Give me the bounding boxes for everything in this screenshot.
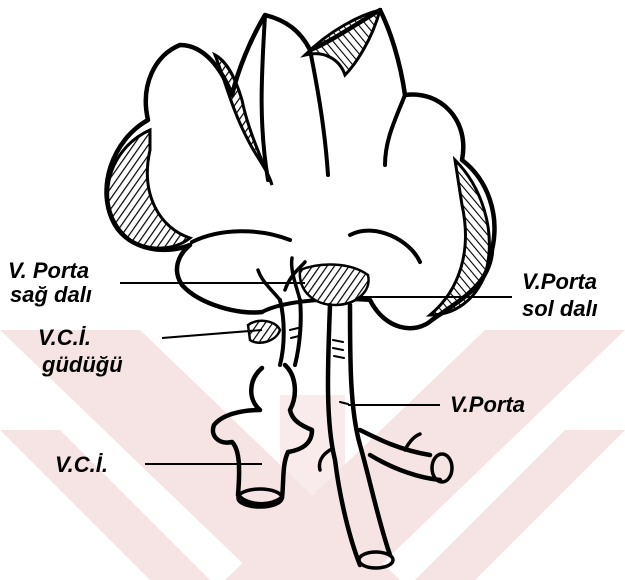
label-v-porta-sag-1: V. Porta: [8, 258, 89, 283]
liver-fissure-left: [262, 15, 268, 180]
label-v-porta-sol-2: sol dalı: [522, 296, 598, 321]
label-v-porta: V.Porta: [450, 392, 525, 417]
vci-stump: [280, 300, 301, 365]
leader-vci-guduk: [162, 330, 262, 338]
vci-stump-shade: [248, 321, 280, 343]
vci-stump-branches: [258, 258, 305, 300]
liver-fissure-right: [385, 95, 405, 165]
label-v-porta-sag-2: sağ dalı: [10, 282, 92, 307]
liver-lower-curve-right: [350, 231, 420, 262]
label-vci: V.C.İ.: [55, 452, 108, 477]
label-vci-guduk-2: güdüğü: [41, 352, 123, 377]
liver-fissure-mid: [310, 50, 328, 175]
label-vci-guduk-1: V.C.İ.: [38, 325, 91, 350]
liver-lower-curve-left: [192, 231, 290, 242]
label-v-porta-sol-1: V.Porta: [522, 269, 597, 294]
liver-top-shade: [305, 10, 380, 75]
